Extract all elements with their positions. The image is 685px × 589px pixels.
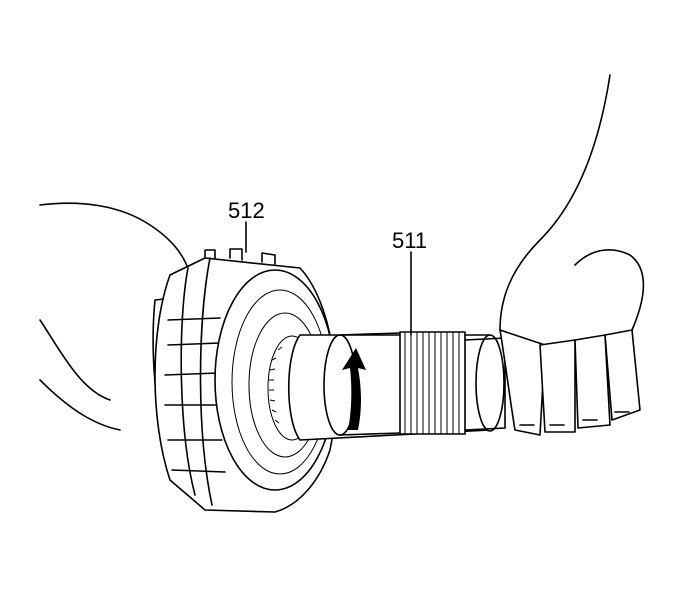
rotation-arrow-icon — [342, 348, 366, 430]
callout-leaders — [245, 221, 412, 336]
callout-511: 511 — [392, 228, 427, 253]
left-hand — [39, 202, 191, 431]
clutch-drum-assembly — [152, 248, 337, 513]
input-shaft — [288, 331, 506, 441]
right-hand — [499, 74, 645, 436]
callout-512: 512 — [228, 198, 265, 223]
